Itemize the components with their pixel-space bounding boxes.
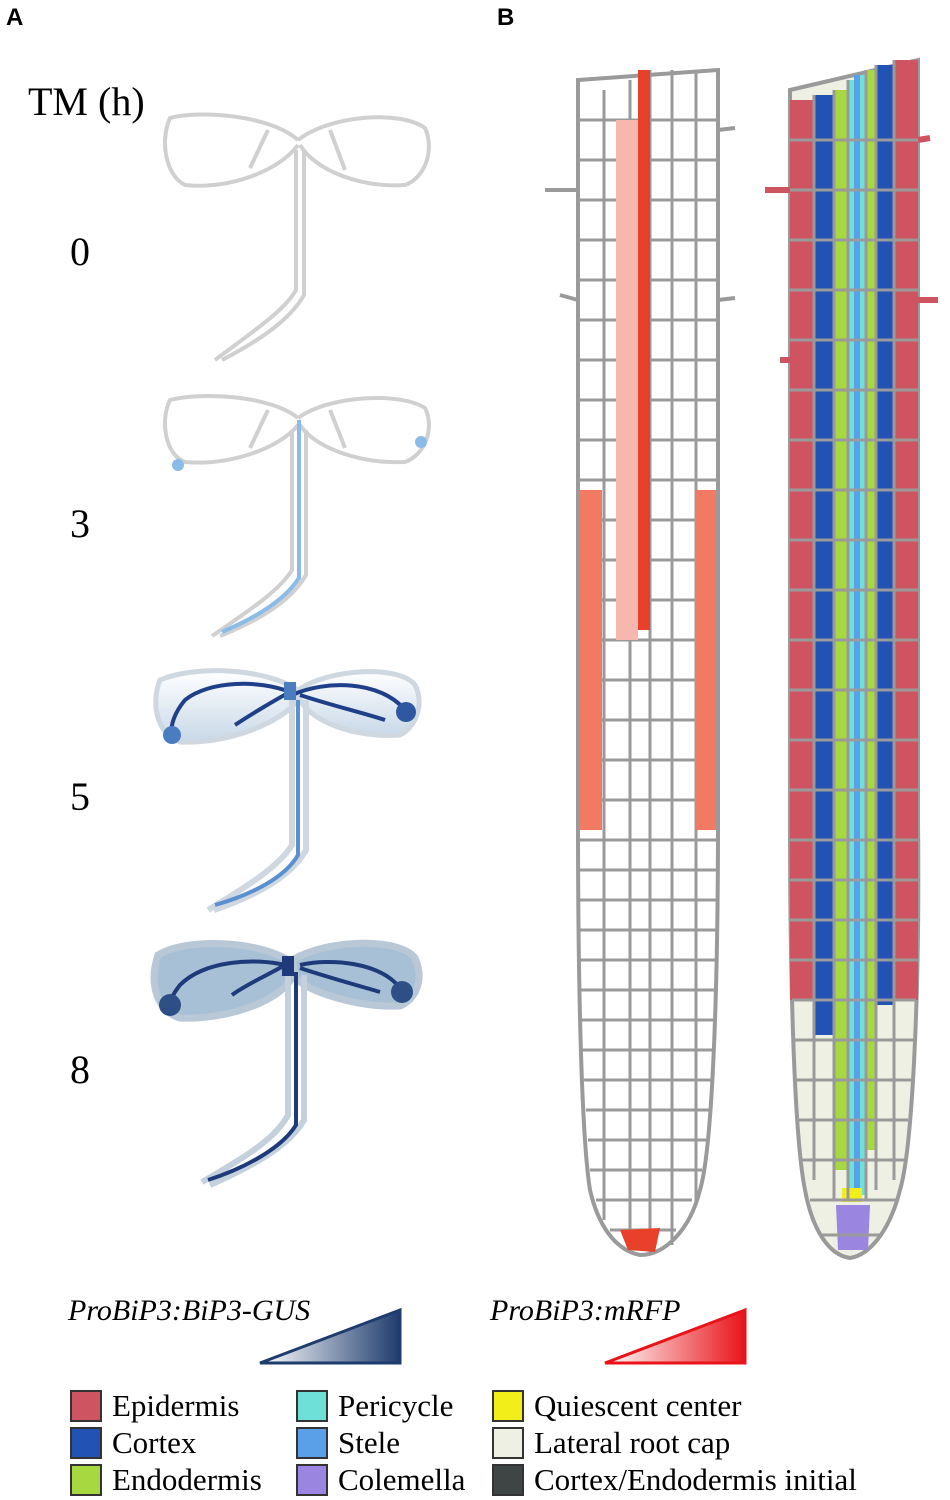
cortex-swatch	[70, 1427, 102, 1459]
epidermis-swatch	[70, 1390, 102, 1422]
legend-label: Lateral root cap	[534, 1425, 731, 1460]
legend-label: Stele	[338, 1425, 400, 1460]
legend-label: Pericycle	[338, 1388, 454, 1423]
timepoint-3-label: 3	[70, 501, 90, 546]
legend-item-cortex: Cortex	[70, 1425, 196, 1461]
panel-letter-b: B	[497, 4, 515, 31]
seedling-5h	[153, 668, 422, 913]
legend-label: Cortex	[112, 1425, 197, 1460]
seedling-8h	[150, 939, 423, 1188]
legend-label: Epidermis	[112, 1388, 240, 1423]
legend-label: Quiescent center	[534, 1388, 742, 1423]
colemella-swatch	[296, 1464, 328, 1496]
mrfp-gradient-wedge	[604, 1307, 747, 1365]
cortex-endodermis-initial-swatch	[492, 1464, 524, 1496]
stele-swatch	[296, 1427, 328, 1459]
panel-letter-a: A	[6, 4, 24, 31]
root-tissue-map	[765, 57, 938, 1261]
mrfp-reporter-label: ProBiP3:mRFP	[490, 1294, 681, 1327]
endodermis-swatch	[70, 1464, 102, 1496]
seedling-0h	[163, 112, 431, 362]
lateral-root-cap-swatch	[492, 1427, 524, 1459]
legend-item-epidermis: Epidermis	[70, 1388, 239, 1424]
legend-item-endodermis: Endodermis	[70, 1462, 262, 1498]
timepoint-0-label: 0	[70, 229, 90, 274]
legend-item-cortex-endodermis-initial: Cortex/Endodermis initial	[492, 1462, 857, 1498]
seedling-3h	[163, 394, 431, 638]
root-mrfp-schematic	[545, 67, 736, 1258]
timepoint-8-label: 8	[70, 1047, 90, 1092]
gus-reporter-label: ProBiP3:BiP3-GUS	[68, 1294, 311, 1327]
legend-item-lateral-root-cap: Lateral root cap	[492, 1425, 730, 1461]
quiescent-center-swatch	[492, 1390, 524, 1422]
legend-item-pericycle: Pericycle	[296, 1388, 453, 1424]
legend-item-quiescent-center: Quiescent center	[492, 1388, 741, 1424]
seedling-3h-staining	[172, 420, 427, 634]
legend-item-colemella: Colemella	[296, 1462, 465, 1498]
legend-label: Endodermis	[112, 1462, 262, 1497]
legend-label: Cortex/Endodermis initial	[534, 1462, 857, 1497]
gus-gradient-wedge	[259, 1307, 402, 1365]
legend-label: Colemella	[338, 1462, 466, 1497]
pericycle-swatch	[296, 1390, 328, 1422]
timepoint-5-label: 5	[70, 774, 90, 819]
treatment-time-title: TM (h)	[28, 79, 145, 124]
legend-item-stele: Stele	[296, 1425, 400, 1461]
